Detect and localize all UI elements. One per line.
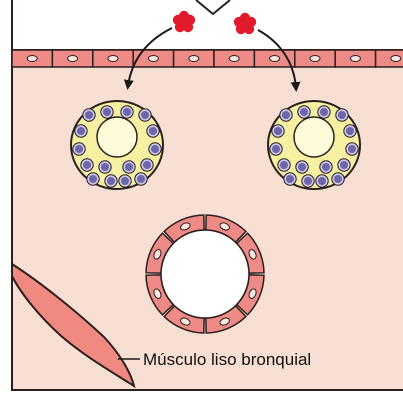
top-chevron-shape bbox=[196, 0, 230, 14]
mast-cell-left bbox=[71, 101, 163, 189]
granule-core bbox=[298, 163, 306, 171]
allergen-right-icon bbox=[234, 13, 256, 34]
epithelial-nucleus bbox=[350, 56, 360, 62]
granule-core bbox=[334, 175, 342, 183]
epithelial-nucleus bbox=[391, 56, 401, 62]
granule-core bbox=[322, 163, 330, 171]
granule-core bbox=[346, 127, 354, 135]
granule-core bbox=[151, 145, 159, 153]
granule-core bbox=[89, 175, 97, 183]
granule-core bbox=[123, 108, 131, 116]
granule-core bbox=[107, 177, 115, 185]
granule-core bbox=[141, 111, 149, 119]
granule-core bbox=[101, 163, 109, 171]
granule-core bbox=[300, 108, 308, 116]
mast-cell-nucleus bbox=[294, 117, 334, 157]
granule-core bbox=[77, 127, 85, 135]
granule-core bbox=[274, 127, 282, 135]
granule-core bbox=[286, 175, 294, 183]
muscle-label: Músculo liso bronquial bbox=[143, 350, 311, 369]
granule-core bbox=[272, 145, 280, 153]
epithelium-layer bbox=[12, 50, 403, 67]
epithelial-nucleus bbox=[148, 56, 158, 62]
epithelial-nucleus bbox=[108, 56, 118, 62]
granule-core bbox=[137, 175, 145, 183]
granule-core bbox=[338, 111, 346, 119]
epithelial-nucleus bbox=[310, 56, 320, 62]
epithelial-nucleus bbox=[229, 56, 239, 62]
epithelial-nucleus bbox=[68, 56, 78, 62]
granule-core bbox=[75, 145, 83, 153]
granule-core bbox=[85, 111, 93, 119]
granule-core bbox=[282, 111, 290, 119]
allergen-left-icon bbox=[173, 11, 195, 32]
granule-core bbox=[280, 161, 288, 169]
granule-core bbox=[103, 108, 111, 116]
epithelial-nucleus bbox=[27, 56, 37, 62]
bronchiole-lumen bbox=[161, 230, 249, 318]
granule-core bbox=[143, 161, 151, 169]
granule-core bbox=[318, 177, 326, 185]
granule-core bbox=[83, 161, 91, 169]
granule-core bbox=[348, 145, 356, 153]
epithelial-nucleus bbox=[270, 56, 280, 62]
granule-core bbox=[125, 163, 133, 171]
granule-core bbox=[121, 177, 129, 185]
granule-core bbox=[340, 161, 348, 169]
mast-cell-right bbox=[268, 101, 360, 189]
granule-core bbox=[304, 177, 312, 185]
granule-core bbox=[320, 108, 328, 116]
epithelial-nucleus bbox=[189, 56, 199, 62]
mast-cell-nucleus bbox=[97, 117, 137, 157]
granule-core bbox=[149, 127, 157, 135]
